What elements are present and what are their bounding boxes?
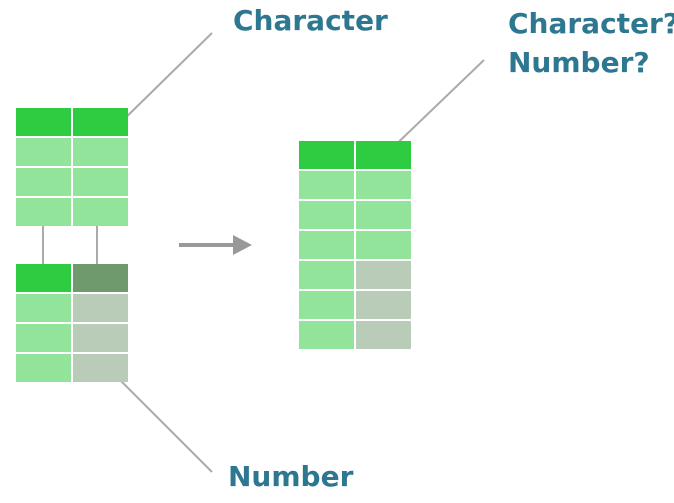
body-cell-character <box>356 231 411 259</box>
body-cell-character <box>73 138 128 166</box>
body-cell-number <box>73 354 128 382</box>
body-cell-character <box>16 324 71 352</box>
body-cell-character <box>16 294 71 322</box>
header-cell-character <box>73 108 128 136</box>
body-cell-number <box>73 294 128 322</box>
body-cell-character <box>16 354 71 382</box>
body-cell-character <box>299 231 354 259</box>
body-cell-character <box>356 171 411 199</box>
table-bottom-mixed-columns <box>16 264 128 382</box>
body-cell-number <box>356 261 411 289</box>
table-result-combined <box>299 141 411 349</box>
body-cell-number <box>356 321 411 349</box>
body-cell-character <box>73 168 128 196</box>
body-cell-character <box>299 291 354 319</box>
header-cell-character <box>16 108 71 136</box>
body-cell-number <box>356 291 411 319</box>
label-result-character-question: Character? <box>508 7 674 40</box>
pointer-line-number <box>111 371 213 473</box>
header-cell-character <box>356 141 411 169</box>
arrow-head <box>233 235 252 255</box>
header-cell-character <box>299 141 354 169</box>
body-cell-character <box>299 261 354 289</box>
header-cell-character <box>16 264 71 292</box>
label-character: Character <box>233 4 388 37</box>
label-number: Number <box>228 460 354 493</box>
body-cell-character <box>299 171 354 199</box>
body-cell-character <box>73 198 128 226</box>
body-cell-character <box>356 201 411 229</box>
body-cell-character <box>299 321 354 349</box>
body-cell-character <box>16 138 71 166</box>
body-cell-character <box>299 201 354 229</box>
header-cell-number <box>73 264 128 292</box>
body-cell-number <box>73 324 128 352</box>
label-result-number-question: Number? <box>508 46 650 79</box>
table-top-character-columns <box>16 108 128 226</box>
body-cell-character <box>16 168 71 196</box>
body-cell-character <box>16 198 71 226</box>
